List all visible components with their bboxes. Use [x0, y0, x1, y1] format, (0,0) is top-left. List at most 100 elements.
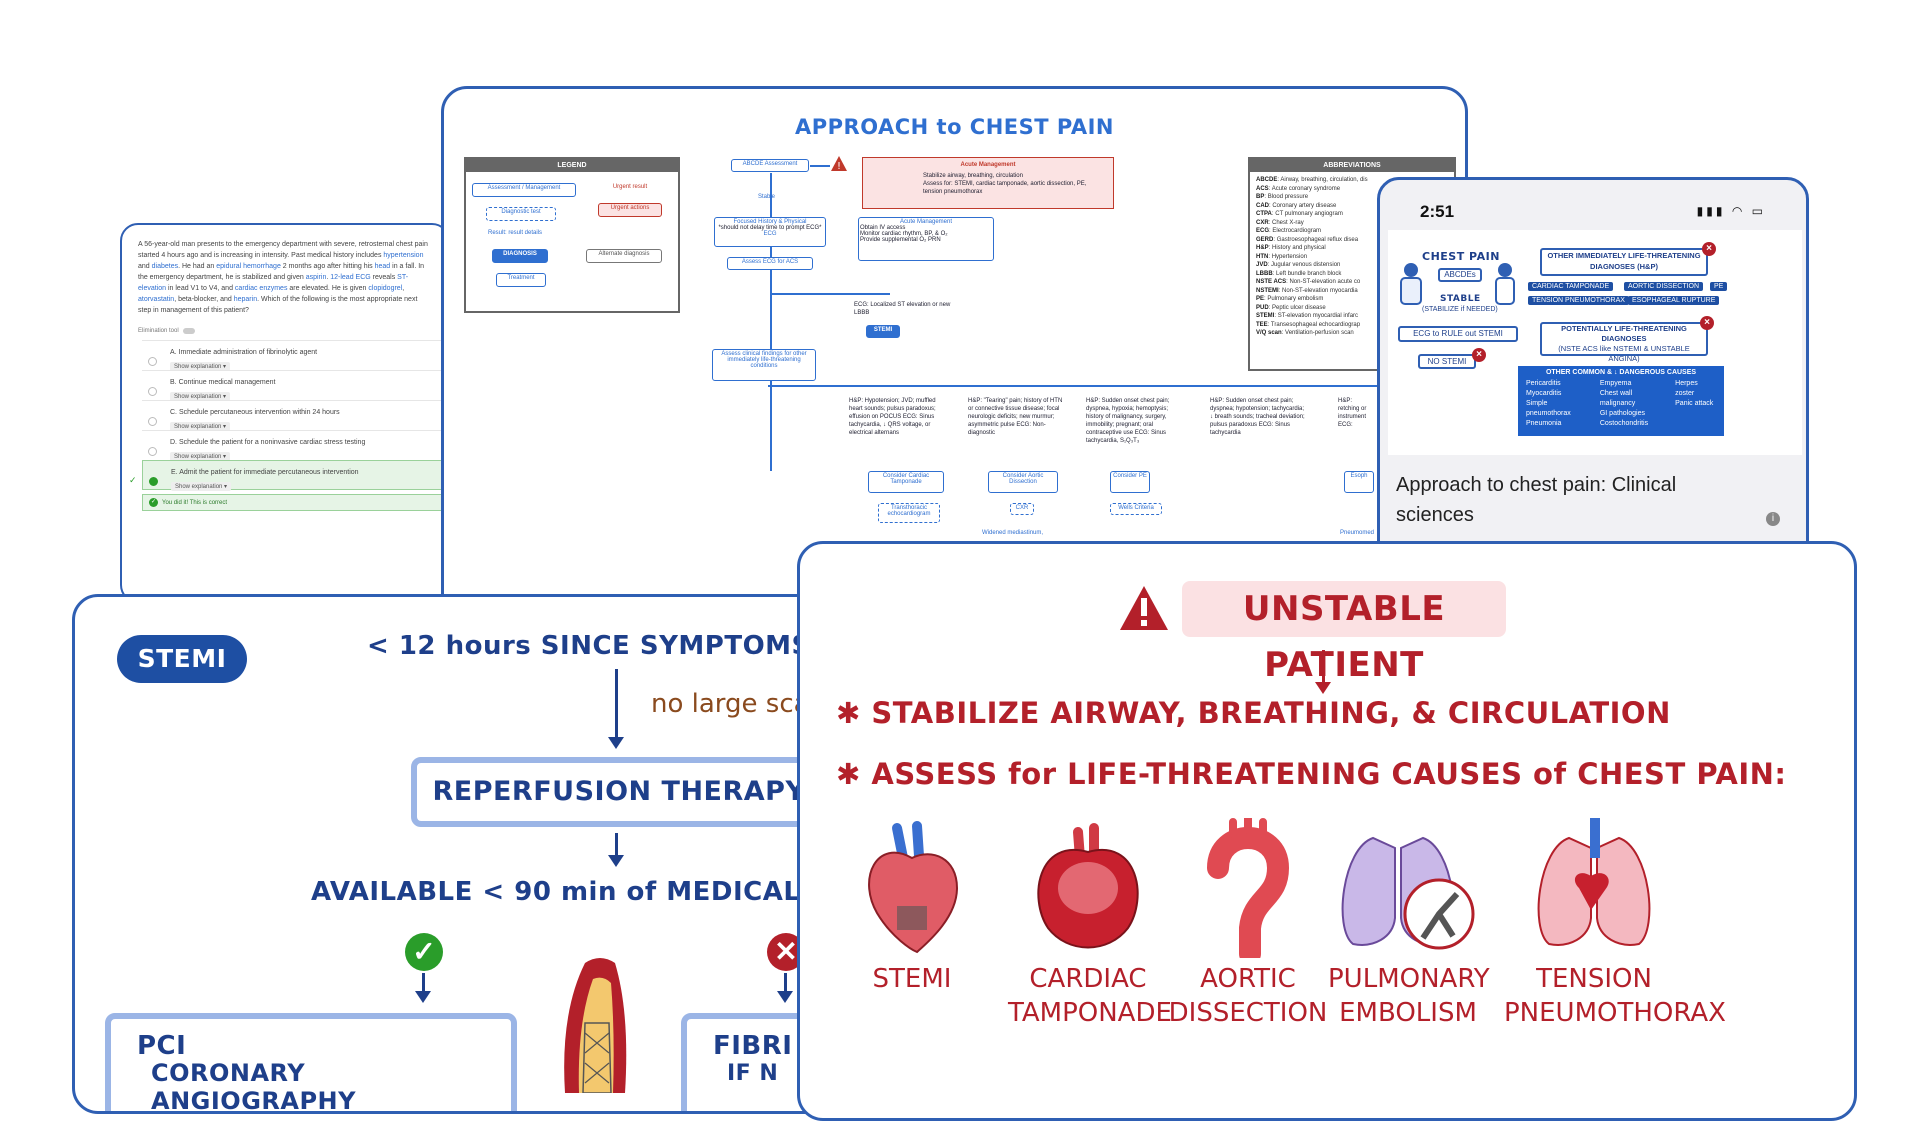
radio-button[interactable]: [148, 417, 157, 426]
show-explanation-button[interactable]: Show explanation ▾: [170, 422, 231, 431]
abbreviation-item: V/Q scan: Ventilation-perfusion scan: [1256, 330, 1354, 336]
legend-diagnosis: DIAGNOSIS: [492, 249, 548, 263]
show-explanation-button[interactable]: Show explanation ▾: [170, 362, 231, 371]
flow-col-3: H&P: Sudden onset chest pain; dyspnea, h…: [1086, 398, 1170, 444]
link-st-elevation[interactable]: ST-elevation: [138, 274, 409, 292]
link-cardiac-enzymes[interactable]: cardiac enzymes: [234, 285, 288, 292]
heart-tamponade-icon: [1037, 823, 1139, 949]
phone-potential: POTENTIALLY LIFE-THREATENING DIAGNOSES (…: [1540, 322, 1708, 363]
organ-label: STEMI: [872, 964, 952, 994]
unstable-patient-card: UNSTABLE PATIENT ✱ STABILIZE AIRWAY, BRE…: [797, 541, 1857, 1121]
check-circle-icon: ✓: [405, 933, 443, 971]
answer-option-b[interactable]: B. Continue medical management Show expl…: [142, 370, 448, 401]
abbreviation-item: GERD: Gastroesophageal reflux disea: [1256, 236, 1359, 243]
flow-ecg-result: ECG: Localized ST elevation or new LBBB: [854, 302, 951, 316]
legend-treatment: Treatment: [496, 273, 546, 287]
abbreviation-item: LBBB: Left bundle branch block: [1256, 270, 1342, 277]
status-icons: ▮▮▮ ◠ ▭: [1697, 204, 1766, 218]
unstable-title: UNSTABLE PATIENT: [1182, 581, 1506, 685]
answer-option-d[interactable]: D. Schedule the patient for a noninvasiv…: [142, 430, 448, 461]
lungs-pneumothorax-icon: [1537, 818, 1651, 946]
answer-option-c[interactable]: C. Schedule percutaneous intervention wi…: [142, 400, 448, 431]
checkmark-icon: ✓: [129, 475, 137, 485]
radio-button[interactable]: [148, 387, 157, 396]
link-aspirin[interactable]: aspirin: [305, 274, 327, 281]
flow-col-2: H&P: "Tearing" pain; history of HTN or c…: [968, 398, 1063, 436]
heart-stemi-icon: [868, 821, 959, 954]
question-stem: A 56-year-old man presents to the emerge…: [138, 241, 428, 314]
flow-focused-history: Focused History & Physical *should not d…: [714, 217, 826, 247]
phone-thumbnail[interactable]: CHEST PAIN ABCDEs STABLE (STABILIZE if N…: [1388, 230, 1802, 455]
consider-dissection: Consider Aortic Dissection: [988, 471, 1058, 493]
flow-abcde: ABCDE Assessment: [731, 159, 809, 172]
tag-aortic-dissection: AORTIC DISSECTION: [1624, 282, 1704, 291]
phone-caption[interactable]: Approach to chest pain: Clinical science…: [1396, 474, 1677, 526]
acute-management-box: Acute Management Stabilize airway, breat…: [862, 157, 1114, 209]
phone-stabilize-note: (STABILIZE if NEEDED): [1422, 306, 1498, 313]
flow-assess-ecg: Assess ECG for ACS: [727, 257, 813, 270]
radio-button[interactable]: [148, 357, 157, 366]
phone-card[interactable]: 2:51 ▮▮▮ ◠ ▭ CHEST PAIN ABCDEs STABLE (S…: [1377, 177, 1809, 575]
phone-other-title: OTHER IMMEDIATELY LIFE-THREATENING DIAGN…: [1540, 248, 1708, 276]
link-diabetes[interactable]: diabetes: [151, 263, 179, 270]
flow-col-5: H&P: retching or instrument ECG:: [1338, 398, 1367, 428]
link-ecg[interactable]: 12-lead ECG: [330, 274, 371, 281]
answer-option-a[interactable]: A. Immediate administration of fibrinoly…: [142, 340, 448, 371]
radio-button[interactable]: [148, 447, 157, 456]
stemi-since: < 12 hours SINCE SYMPTOMS STA: [367, 631, 877, 661]
abbreviation-item: NSTE ACS: Non-ST-elevation acute co: [1256, 279, 1361, 285]
connector: [768, 385, 1458, 387]
fibri-title: FIBRI: [713, 1031, 793, 1061]
organ-stemi: STEMI: [832, 818, 992, 996]
reperfusion-label: REPERFUSION THERAPY: [432, 776, 806, 807]
link-hypertension[interactable]: hypertension: [383, 252, 424, 259]
connector: [810, 165, 830, 167]
show-explanation-button[interactable]: Show explanation ▾: [170, 452, 231, 461]
patient-icon: [1495, 263, 1515, 305]
elimination-toggle[interactable]: [182, 328, 195, 334]
answer-option-e[interactable]: ✓ E. Admit the patient for immediate per…: [129, 460, 448, 491]
show-explanation-button[interactable]: Show explanation ▾: [170, 392, 231, 401]
stemi-no-large: no large sca: [651, 689, 810, 719]
svg-text:!: !: [837, 161, 841, 172]
abbreviation-item: CAD: Coronary artery disease: [1256, 202, 1337, 209]
warning-icon: [1120, 586, 1168, 630]
link-heparin[interactable]: heparin: [233, 296, 258, 303]
stent-artery-icon: [564, 958, 627, 1093]
link-head[interactable]: head: [374, 263, 391, 270]
battery-icon: ▭: [1751, 204, 1766, 218]
flow-assess-clinical: Assess clinical findings for other immed…: [712, 349, 816, 381]
link-atorvastatin[interactable]: atorvastatin: [138, 296, 175, 303]
arrow: [1315, 650, 1331, 694]
show-explanation-button[interactable]: Show explanation ▾: [171, 482, 232, 491]
flow-stable: Stable: [758, 194, 776, 200]
phone-chest-pain: CHEST PAIN: [1422, 250, 1500, 263]
flow-col-4: H&P: Sudden onset chest pain; dyspnea; h…: [1210, 398, 1305, 436]
acute-mgmt-2: Acute Management Obtain IV access Monito…: [858, 217, 994, 261]
abbreviation-item: ABCDE: Airway, breathing, circulation, d…: [1256, 177, 1368, 183]
flow-col-1: H&P: Hypotension; JVD; muffled heart sou…: [849, 398, 936, 436]
acute-mgmt-item: Stabilize airway, breathing, circulation: [923, 173, 1023, 179]
link-epidural-hemorrhage[interactable]: epidural hemorrhage: [216, 263, 281, 270]
test-wells: Wells Criteria: [1110, 503, 1162, 515]
link-clopidogrel[interactable]: clopidogrel: [368, 285, 403, 292]
test-tte: Transthoracic echocardiogram: [878, 503, 940, 523]
abbreviation-item: CXR: Chest X-ray: [1256, 219, 1304, 226]
tag-tension-pneumothorax: TENSION PNEUMOTHORAX: [1528, 296, 1629, 305]
aorta-icon: [1207, 818, 1290, 958]
legend-alternate: Alternate diagnosis: [586, 249, 662, 263]
check-circle-icon: ✓: [149, 498, 158, 507]
status-time: 2:51: [1420, 202, 1455, 221]
lungs-embolism-icon: [1341, 836, 1475, 950]
abbreviation-item: PE: Pulmonary embolism: [1256, 296, 1324, 302]
tag-esophageal-rupture: ESOPHAGEAL RUPTURE: [1628, 296, 1720, 305]
abbreviation-item: ECG: Electrocardiogram: [1256, 228, 1322, 234]
signal-icon: ▮▮▮: [1696, 204, 1726, 218]
radio-button[interactable]: [149, 477, 158, 486]
info-icon[interactable]: i: [1766, 512, 1780, 526]
